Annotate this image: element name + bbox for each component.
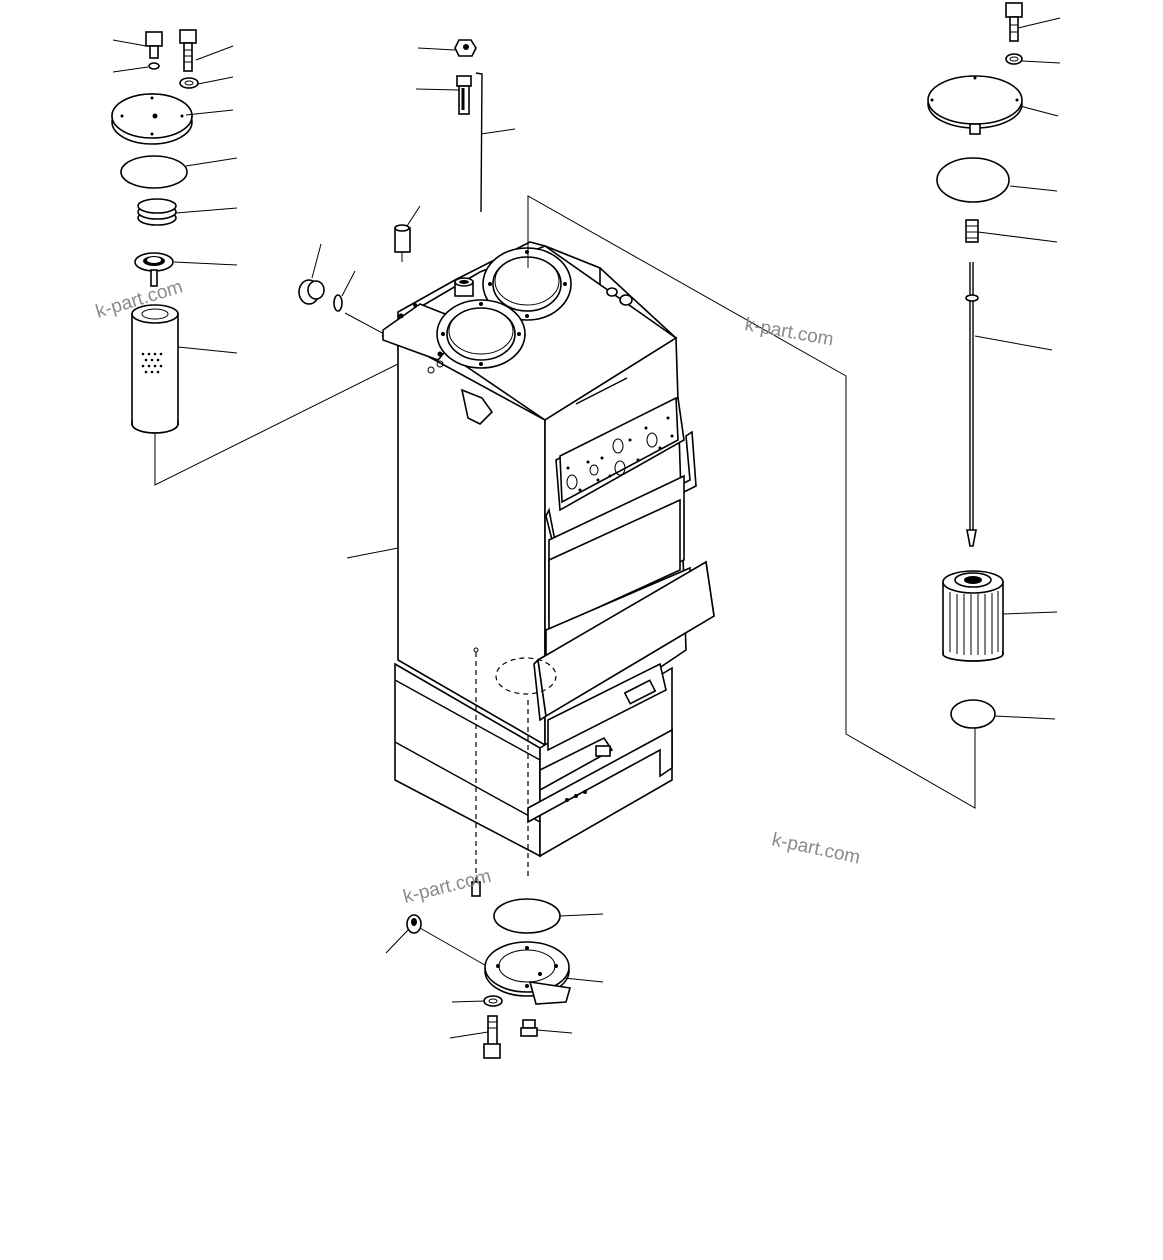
drain-plug: [385, 914, 491, 969]
dipstick-right: [965, 262, 1053, 547]
bypass-valve: [134, 252, 174, 287]
manifold-plate: [555, 396, 685, 512]
small-washer-left: [148, 62, 160, 70]
left-filter-assembly: [111, 29, 439, 486]
bottom-cover-assembly: [385, 898, 604, 1059]
o-ring-small: [333, 270, 356, 312]
watermark-3: k-part.com: [401, 866, 493, 908]
spring-right: [965, 219, 1058, 243]
bottom-cover: [484, 941, 604, 1005]
bolt-left-1: [145, 31, 163, 59]
watermark-4: k-part.com: [770, 829, 862, 868]
washer-bottom: [483, 995, 503, 1007]
right-filter-assembly: [527, 2, 1061, 809]
o-ring-bottom: [493, 898, 561, 934]
sight-fitting: [394, 205, 421, 262]
breather-port: [454, 277, 474, 297]
top-center-parts: [298, 39, 516, 337]
bolt-left-2: [179, 29, 197, 72]
gasket-right: [950, 699, 996, 729]
mounting-bracket: [533, 560, 715, 722]
o-ring-left: [120, 155, 188, 189]
filter-element-right: [942, 570, 1058, 662]
plug-left: [298, 243, 325, 305]
hydraulic-tank-body: [346, 241, 715, 897]
o-ring-right: [936, 157, 1010, 203]
top-port-2: [436, 299, 526, 369]
small-plug-bottom: [520, 1019, 573, 1037]
bolt-bottom: [449, 1015, 501, 1059]
left-leader-lines: [112, 39, 238, 354]
bolt-right: [1005, 2, 1061, 42]
watermark-2: k-part.com: [743, 314, 835, 350]
washer-left: [179, 77, 199, 89]
filter-cover-right: [927, 75, 1059, 135]
breather-cap: [417, 39, 477, 57]
dipstick-rod: [475, 72, 516, 213]
top-port-1: [482, 247, 572, 321]
filter-element-left: [131, 304, 179, 434]
oil-filler-strainer: [415, 75, 472, 115]
filter-cover-plate: [111, 93, 193, 145]
spring-left: [137, 198, 177, 226]
